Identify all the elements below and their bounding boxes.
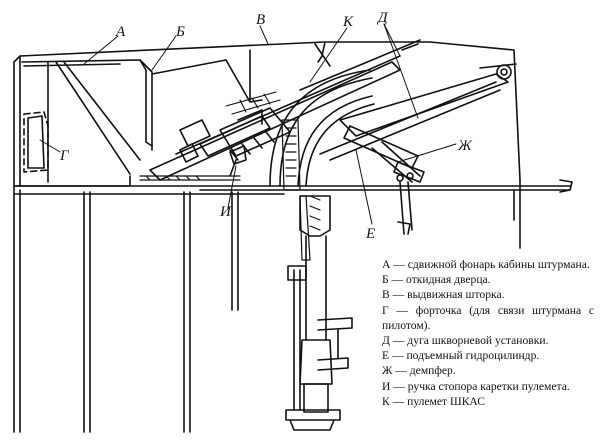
label-a: А	[115, 24, 126, 40]
floor-hatch	[139, 175, 241, 181]
label-d: Д	[376, 10, 389, 26]
label-b: Б	[175, 24, 185, 40]
leader-lines	[39, 23, 457, 225]
gun-housing-hatch	[225, 91, 281, 115]
canopy-frame	[13, 41, 521, 187]
label-i: И	[219, 204, 232, 220]
window-g	[23, 111, 49, 173]
pivot-arc-d	[269, 63, 517, 187]
legend-item-v: В — выдвижная шторка.	[382, 288, 505, 302]
legend-item-g: Г — форточка (для связи штурмана с пилот…	[382, 303, 594, 332]
label-k: К	[342, 14, 354, 30]
drawing-lines	[13, 23, 573, 433]
drawing-labels: А Б В К Д Г И Е Ж	[59, 10, 473, 242]
legend-item-a: А — сдвижной фонарь кабины штурмана.	[382, 258, 590, 271]
floor-deck	[13, 179, 573, 433]
damper-zh	[343, 125, 425, 235]
legend: А — сдвижной фонарь кабины штурмана. Б —…	[382, 257, 594, 409]
carriage-lock-handle-i	[229, 145, 247, 177]
hydraulic-cylinder-e	[285, 195, 353, 431]
legend-item-i: И — ручка стопора каретки пулемета.	[382, 379, 570, 393]
legend-item-zh: Ж — демпфер.	[382, 364, 456, 378]
ammo-belt	[281, 119, 321, 261]
legend-item-b: Б — откидная дверца.	[382, 273, 491, 287]
machine-gun-k	[149, 39, 421, 181]
legend-item-d: Д — дуга шкворневой установки.	[382, 334, 549, 348]
label-zh: Ж	[457, 138, 473, 154]
legend-item-e: Е — подъемный гидроцилиндр.	[382, 349, 540, 363]
label-g: Г	[59, 148, 70, 164]
legend-item-k: К — пулемет ШКАС	[382, 394, 485, 408]
label-v: В	[256, 12, 265, 28]
label-e: Е	[365, 226, 375, 242]
